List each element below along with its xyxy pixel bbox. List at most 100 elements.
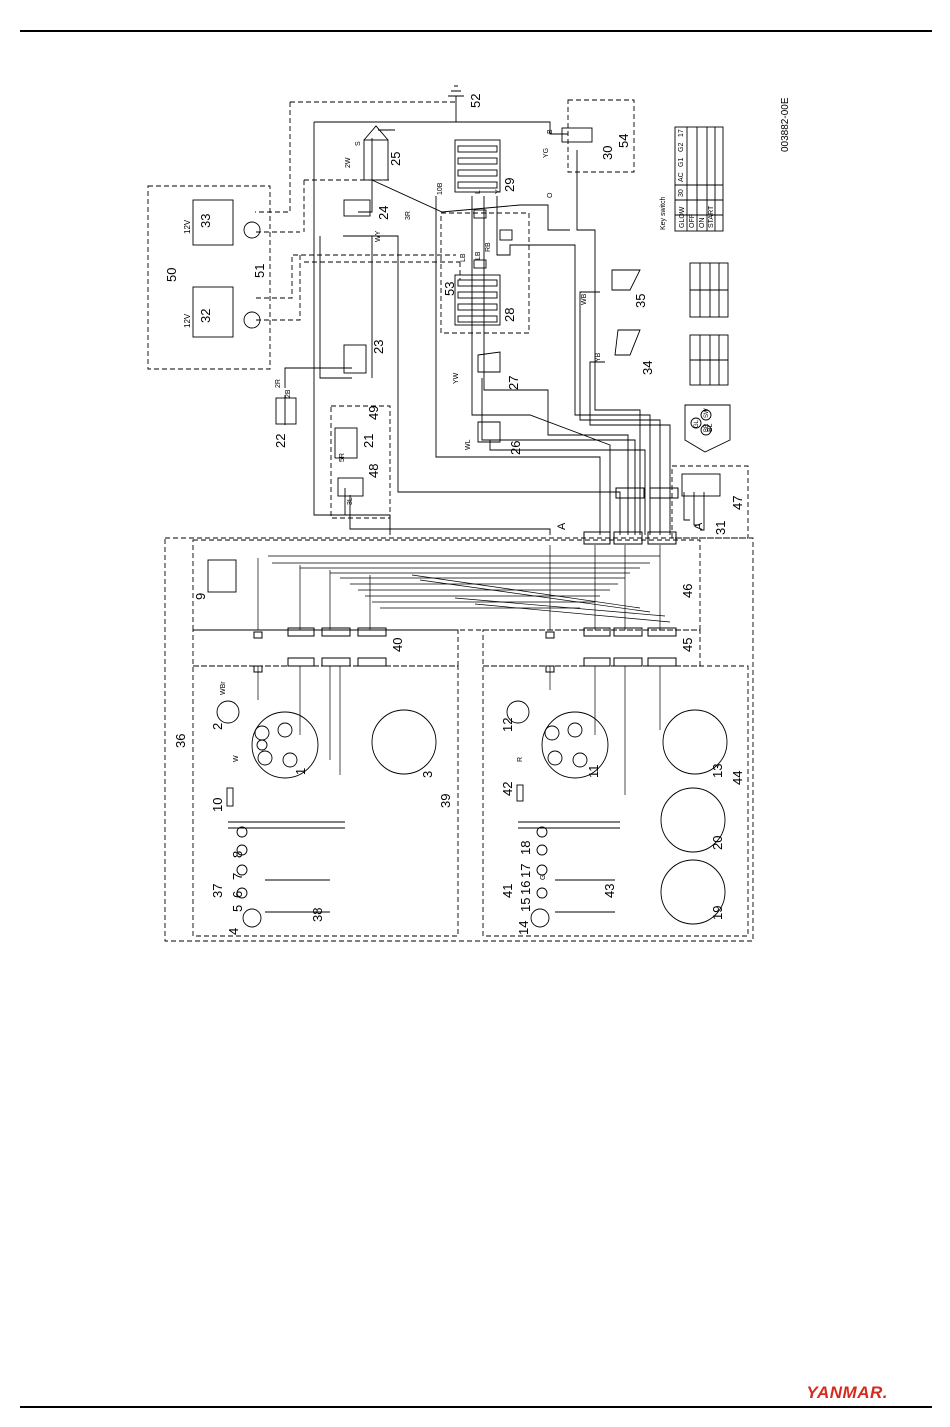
callout-45: 45	[680, 638, 695, 652]
wire-code-20: 3L	[347, 497, 354, 505]
key-switch-table	[674, 126, 724, 232]
callout-6: 6	[230, 891, 245, 898]
callout-26: 26	[508, 441, 523, 455]
callout-23: 23	[371, 340, 386, 354]
sensors	[207, 127, 641, 593]
connector-box-45	[482, 629, 701, 667]
connector-blocks	[253, 487, 679, 673]
wire-code-1: YG	[543, 148, 550, 158]
alternator-box-28	[440, 212, 530, 334]
callout-31: 31	[713, 521, 728, 535]
battery-voltage-1: 12V	[183, 219, 192, 234]
callout-51: 51	[252, 264, 267, 278]
callout-28: 28	[502, 308, 517, 322]
key-switch-col-ac: AC	[678, 172, 685, 182]
wiring-solid	[284, 85, 705, 535]
callout-49: 49	[366, 406, 381, 420]
callout-43: 43	[602, 884, 617, 898]
callout-53: 53	[442, 282, 457, 296]
callout-11: 11	[586, 765, 601, 779]
wire-code-18: 2B	[285, 389, 292, 398]
starter-motor	[343, 125, 395, 217]
callout-19: 19	[710, 906, 725, 920]
callout-48: 48	[366, 464, 381, 478]
callout-25: 25	[388, 152, 403, 166]
callout-13: 13	[710, 764, 725, 778]
callout-33: 33	[198, 214, 213, 228]
battery-box-50	[147, 185, 271, 370]
battery-voltage-2: 12V	[183, 313, 192, 328]
wire-code-11: YB	[595, 352, 602, 362]
harness-box-46	[192, 539, 701, 631]
connector-mark-a-1: A	[556, 522, 568, 530]
callout-5: 5	[230, 905, 245, 912]
drawing-number: 003882-00E	[780, 97, 791, 152]
callout-27: 27	[506, 376, 521, 390]
callout-14: 14	[516, 921, 531, 935]
round-pin-br: BR	[704, 423, 710, 432]
wire-code-25: WY	[375, 230, 382, 242]
wire-code-2: 2W	[345, 157, 352, 168]
wire-code-24: BL	[707, 423, 714, 432]
wire-code-6: L	[475, 190, 482, 194]
callout-16: 16	[518, 881, 533, 895]
callout-numbers: 1234567891011121314151617181920212223242…	[164, 94, 745, 935]
callout-8: 8	[230, 851, 245, 858]
yanmar-logo: YANMAR.	[806, 1383, 888, 1402]
key-switch-row-on: ON	[699, 218, 706, 229]
callout-12: 12	[500, 718, 515, 732]
connector-box-47	[671, 465, 749, 539]
wire-code-19: 5R	[339, 453, 346, 462]
wire-code-15: W	[233, 755, 240, 762]
key-switch-row-start: START	[708, 205, 715, 228]
relay-box-48	[330, 405, 391, 519]
callout-4: 4	[226, 928, 241, 935]
wire-code-22: LB	[460, 253, 467, 262]
callout-7: 7	[230, 873, 245, 880]
gauges	[216, 700, 728, 928]
wire-code-0: B	[547, 129, 554, 134]
connector-mark-a-2: A	[693, 522, 705, 530]
wire-code-14: R	[517, 757, 524, 762]
sensor-box-54	[567, 99, 635, 173]
callout-24: 24	[376, 206, 391, 220]
key-switch-row-off: OFF	[689, 214, 696, 228]
key-switch-col-17: 17	[678, 129, 685, 137]
callout-17: 17	[518, 864, 533, 878]
wire-code-21: RB	[485, 242, 492, 252]
callout-47: 47	[730, 496, 745, 510]
bottom-rule	[20, 1406, 932, 1408]
wire-code-16: WBr	[220, 681, 227, 695]
alternator	[454, 139, 513, 326]
callout-20: 20	[710, 836, 725, 850]
wire-code-13: WL	[465, 439, 472, 450]
callout-10: 10	[210, 798, 225, 812]
wire-code-4: 3R	[405, 211, 412, 220]
callout-9: 9	[193, 593, 208, 600]
panel-box-36	[164, 537, 754, 942]
callout-50: 50	[164, 268, 179, 282]
wire-code-10: WB	[581, 293, 588, 305]
key-switch-title: Key switch	[660, 196, 667, 230]
key-switch-col-30: 30	[678, 189, 685, 197]
callout-54: 54	[616, 134, 631, 148]
callout-39: 39	[438, 794, 453, 808]
callout-37: 37	[210, 884, 225, 898]
callout-21: 21	[361, 434, 376, 448]
callout-18: 18	[518, 841, 533, 855]
module-boundaries	[147, 99, 754, 942]
callout-30: 30	[600, 146, 615, 160]
callout-32: 32	[198, 309, 213, 323]
wire-code-23: G	[540, 875, 547, 880]
wire-code-3: S	[355, 141, 362, 146]
wire-code-12: YW	[453, 372, 460, 384]
callout-35: 35	[633, 294, 648, 308]
top-rule	[20, 30, 932, 32]
callout-46: 46	[680, 584, 695, 598]
callout-41: 41	[500, 884, 515, 898]
wire-code-9: O	[547, 192, 554, 198]
callout-44: 44	[730, 771, 745, 785]
wire-code-7: LB	[475, 251, 482, 260]
